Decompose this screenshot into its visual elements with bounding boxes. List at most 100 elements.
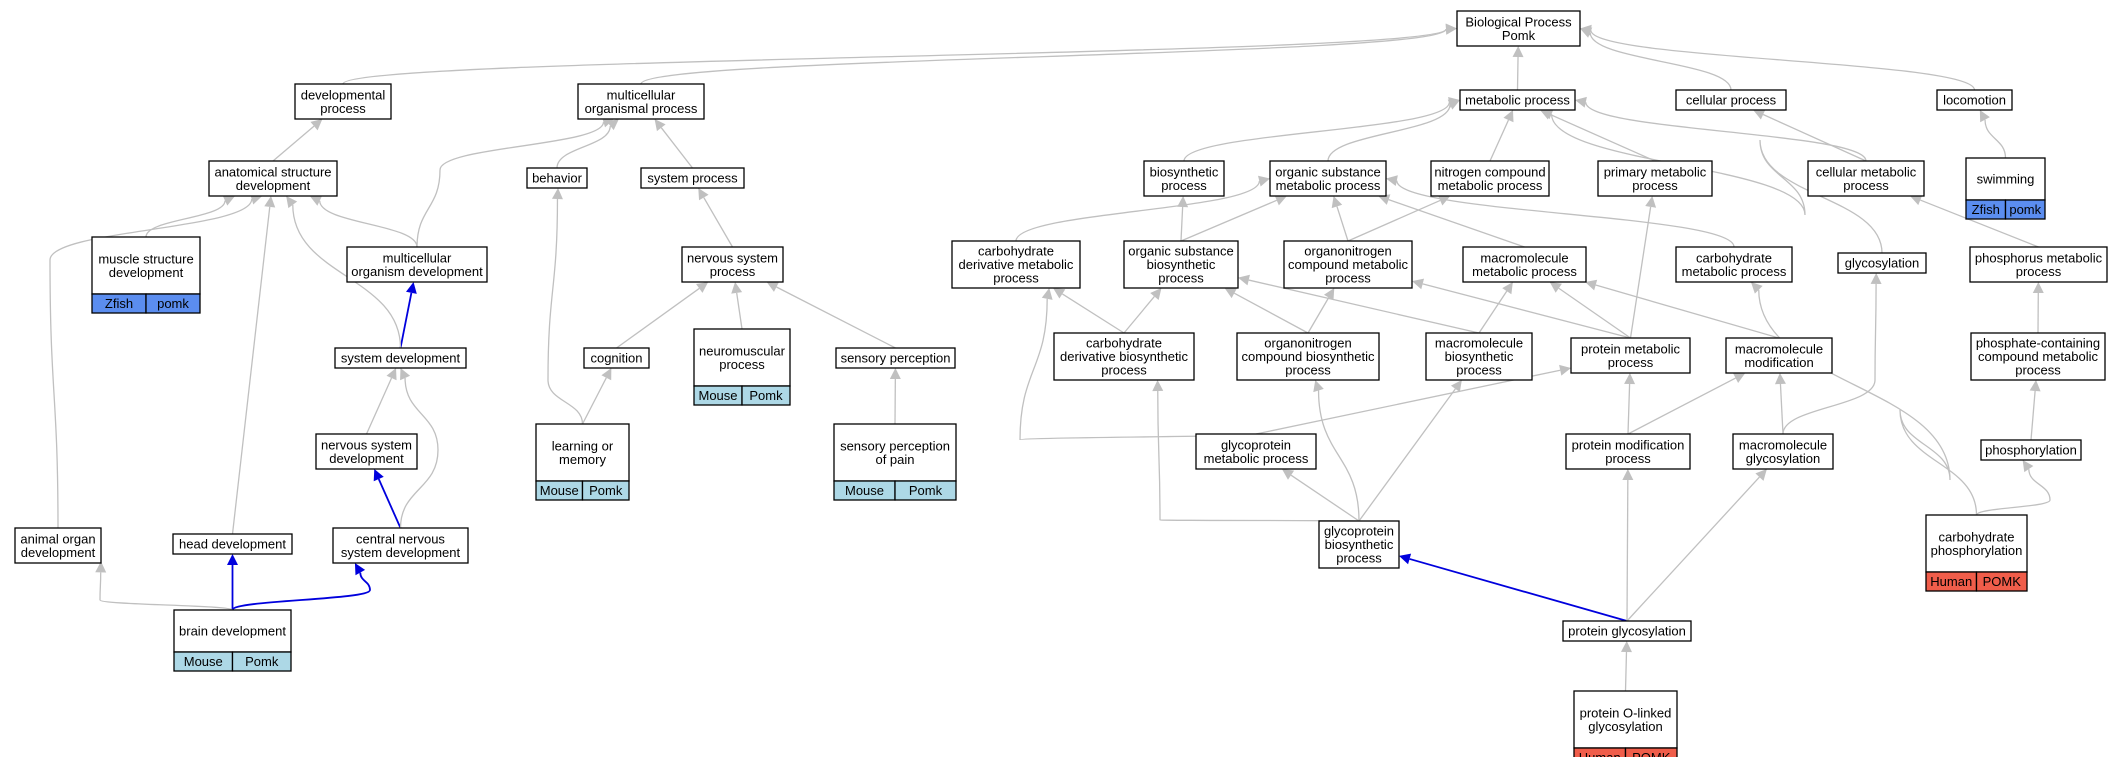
node-box bbox=[526, 167, 588, 189]
edge-braindev-to-cnsdev bbox=[231, 572, 371, 611]
edge-carbphos-to-carbmet bbox=[1758, 289, 1978, 516]
node-label-line: macromolecule bbox=[1480, 250, 1568, 265]
arrowhead-anatdev-to-devproc bbox=[310, 119, 323, 131]
node-label-line: system process bbox=[647, 171, 738, 186]
species-tag-label: Mouse bbox=[698, 388, 737, 403]
node-label-line: development bbox=[21, 545, 96, 560]
node-phosphorylation[interactable]: phosphorylation bbox=[1980, 439, 2082, 461]
arrowhead-carbderivbiosyn-to-orgsubbiosyn bbox=[1150, 288, 1162, 300]
node-sysproc[interactable]: system process bbox=[640, 167, 745, 189]
edge-orgsubbiosyn-to-orgsubmet bbox=[1180, 199, 1277, 242]
edge-protglyco-to-macroglyco bbox=[1626, 476, 1760, 622]
node-box bbox=[346, 246, 488, 283]
node-sysdev[interactable]: system development bbox=[334, 347, 467, 369]
arrowhead-glycoprotbiosyn-to-organonitbiosyn bbox=[1313, 380, 1324, 393]
node-label-line: process bbox=[1158, 271, 1204, 286]
node-box bbox=[681, 246, 784, 283]
node-label-line: metabolic process bbox=[1472, 264, 1577, 279]
node-box bbox=[1837, 252, 1927, 274]
node-label-line: derivative biosynthetic bbox=[1060, 349, 1188, 364]
node-label-line: organismal process bbox=[585, 101, 698, 116]
edge-glycosylation-to-metproc bbox=[1550, 114, 1883, 254]
node-locomotion[interactable]: locomotion bbox=[1936, 89, 2013, 111]
node-label-line: process bbox=[1325, 271, 1371, 286]
arrowhead-organonitmet-to-nitromet bbox=[1437, 195, 1451, 206]
node-box bbox=[14, 527, 102, 564]
node-label-line: biosynthetic bbox=[1325, 537, 1394, 552]
node-glycosylation[interactable]: glycosylation bbox=[1837, 252, 1927, 274]
node-protolinked[interactable]: protein O-linkedglycosylationHumanPOMK bbox=[1573, 690, 1678, 757]
edge-cellmet-to-cellproc bbox=[1762, 113, 1867, 162]
arrowhead-swimming-to-locomotion bbox=[1979, 110, 1990, 123]
node-box bbox=[1425, 332, 1533, 381]
edge-organonitmet-to-nitromet bbox=[1347, 199, 1441, 242]
node-box bbox=[1675, 246, 1793, 283]
node-box bbox=[315, 433, 418, 470]
node-behavior[interactable]: behavior bbox=[526, 167, 588, 189]
species-tag-label: Mouse bbox=[184, 654, 223, 669]
node-label-line: locomotion bbox=[1943, 93, 2006, 108]
node-sensperc[interactable]: sensory perception bbox=[835, 347, 956, 369]
node-box bbox=[1980, 439, 2082, 461]
arrowhead-carbphos-to-carbmet bbox=[1750, 282, 1763, 294]
node-protglyco[interactable]: protein glycosylation bbox=[1562, 620, 1692, 642]
node-label-line: phosphorylation bbox=[1985, 443, 2077, 458]
edge-macromet-to-orgsubmet bbox=[1388, 199, 1525, 248]
node-box bbox=[1318, 520, 1400, 569]
node-label-line: process bbox=[1456, 363, 1502, 378]
edge-cnsdev-to-nervsysdev bbox=[377, 478, 402, 529]
edge-protolinked-to-protglyco bbox=[1624, 651, 1628, 692]
arrowhead-orgsubbiosyn-to-biosyn bbox=[1177, 196, 1189, 208]
node-box bbox=[1459, 89, 1576, 111]
edge-locomotion-to-bp bbox=[1590, 29, 1976, 91]
node-metproc[interactable]: metabolic process bbox=[1459, 89, 1576, 111]
node-cognition[interactable]: cognition bbox=[583, 347, 650, 369]
node-label-line: cellular process bbox=[1686, 93, 1777, 108]
species-tag-box bbox=[1624, 747, 1678, 757]
node-label-line: system development bbox=[341, 351, 461, 366]
node-cellproc[interactable]: cellular process bbox=[1675, 89, 1787, 111]
node-box bbox=[172, 533, 293, 555]
species-tag-label: Human bbox=[1579, 750, 1621, 757]
node-headdev[interactable]: head development bbox=[172, 533, 293, 555]
species-tag-box bbox=[581, 480, 630, 501]
